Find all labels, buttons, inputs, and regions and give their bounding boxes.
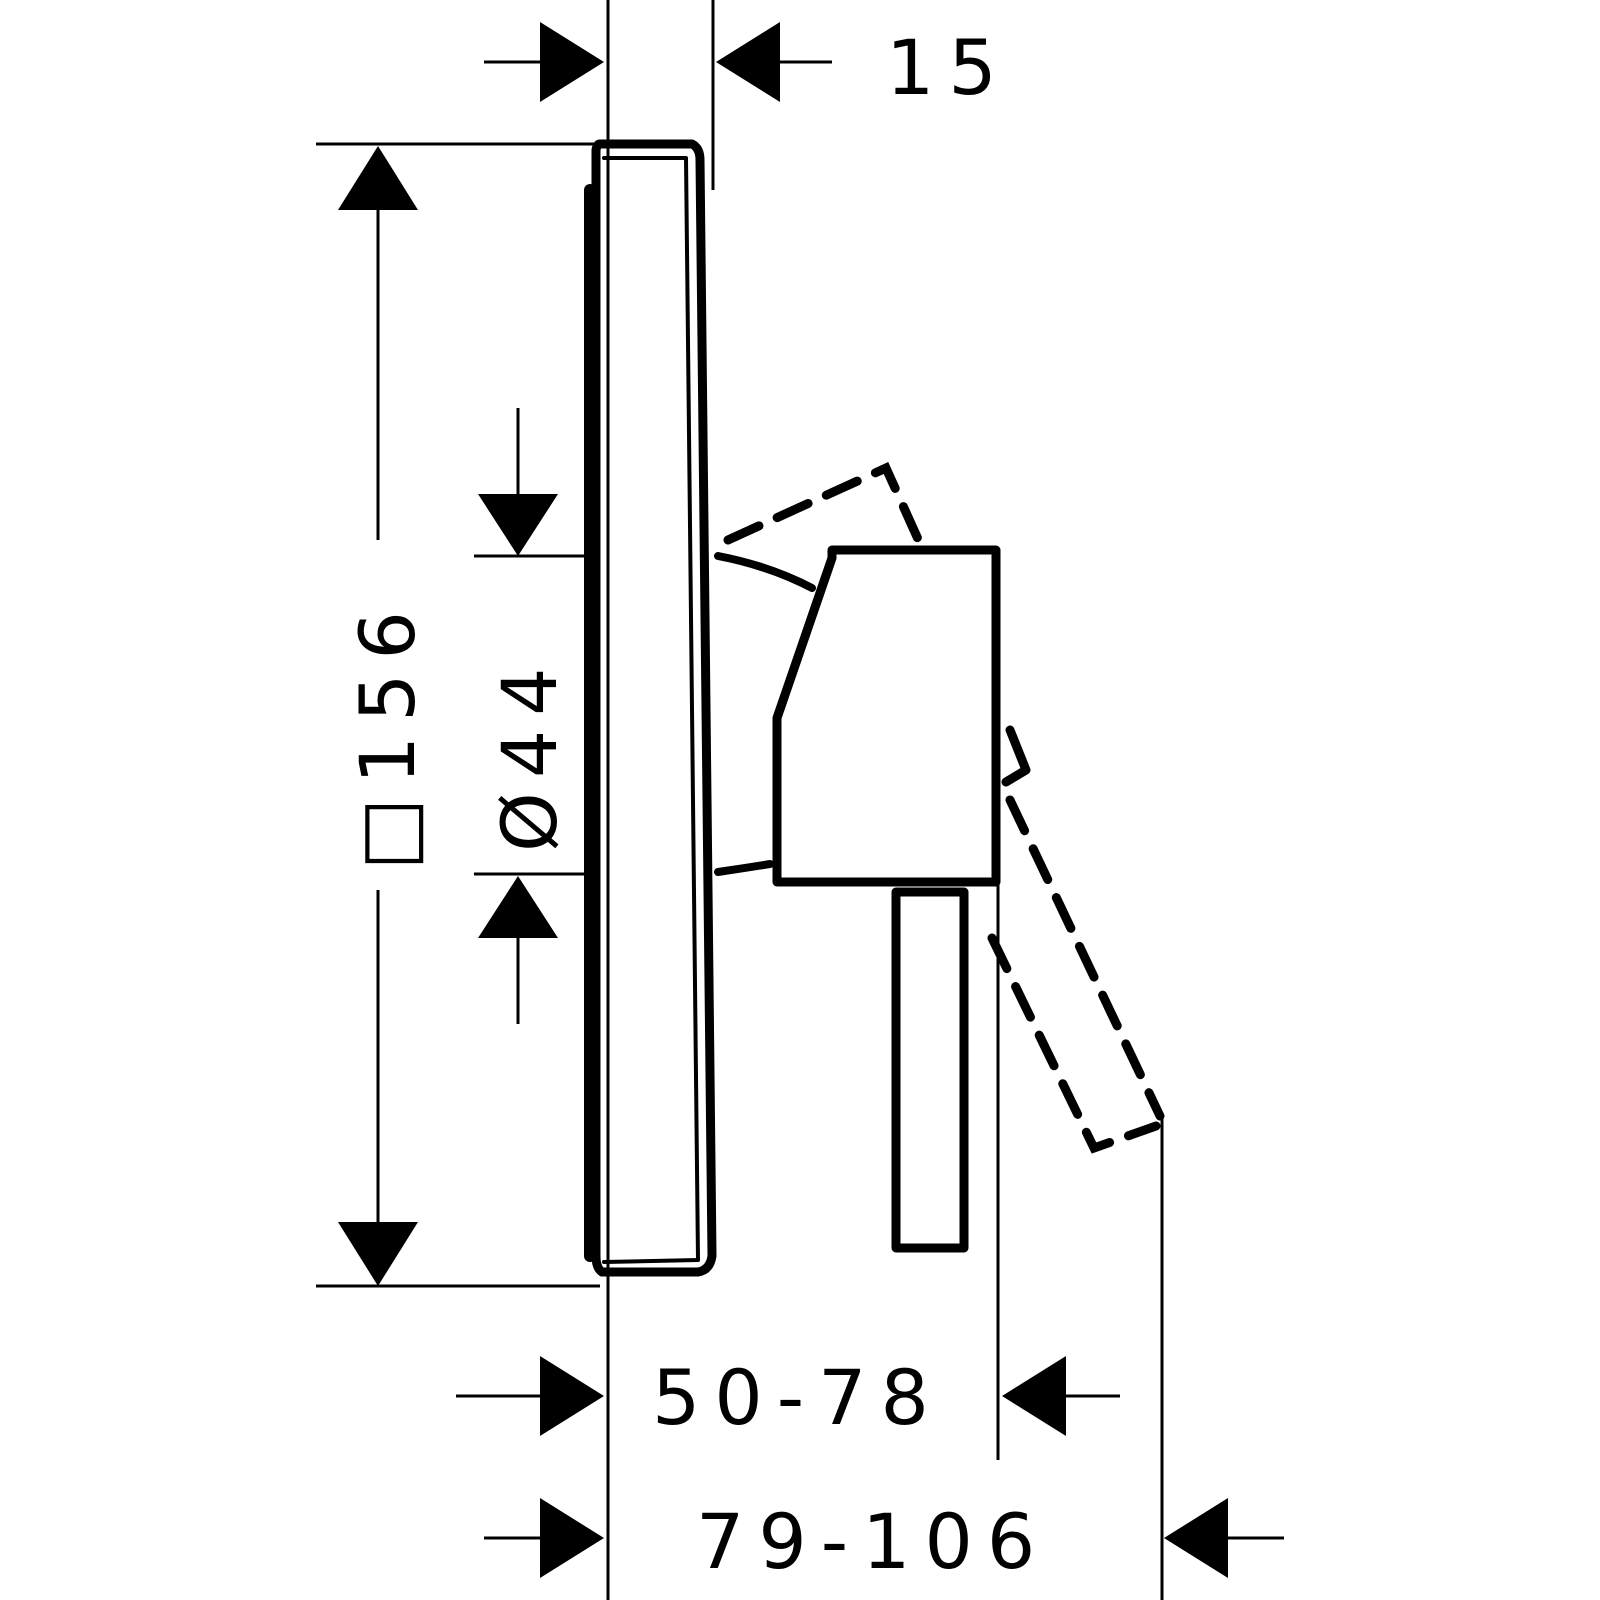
dimension-projection-handle-up: 79-106: [484, 1497, 1284, 1586]
arrow-left-icon: [1002, 1356, 1066, 1436]
dimension-plate-depth: 15: [484, 22, 1011, 112]
handle-swing-outline: [723, 462, 1165, 1154]
cover-plate-outline: [591, 139, 717, 1277]
extension-lines: [316, 0, 1164, 1600]
arrow-right-icon: [540, 1498, 604, 1578]
arrow-up-icon: [478, 876, 558, 938]
dimension-label-projection-handle-down: 50-78: [652, 1353, 943, 1442]
rosette-upper-curve: [714, 552, 816, 592]
arrow-left-icon: [716, 22, 780, 102]
handle-body: [772, 545, 1031, 1253]
handle-side-notch: [1001, 725, 1031, 787]
handle-body-outline: [772, 545, 1001, 887]
rosette: [714, 552, 816, 876]
arrow-down-icon: [338, 1222, 418, 1286]
dimension-label-button-diameter: Ø44: [485, 653, 574, 852]
dimension-label-plate-depth: 15: [886, 23, 1011, 112]
arrow-right-icon: [540, 1356, 604, 1436]
dimension-label-projection-handle-up: 79-106: [696, 1497, 1049, 1586]
arrow-right-icon: [540, 22, 604, 102]
dimension-button-diameter: Ø44: [478, 408, 574, 1024]
cover-plate: [584, 139, 717, 1277]
dimension-projection-handle-down: 50-78: [456, 1353, 1120, 1442]
cover-plate-inner-edge: [602, 156, 700, 1264]
arrow-down-icon: [478, 494, 558, 556]
arrow-left-icon: [1164, 1498, 1228, 1578]
handle-swing-top: [723, 462, 927, 553]
handle-lever: [891, 887, 969, 1253]
handle-swing-arm-inner: [987, 933, 1161, 1154]
handle-swing-arm-outer: [1005, 795, 1165, 1121]
dimension-plate-size: □156: [338, 146, 432, 1286]
dimension-label-plate-size: □156: [343, 597, 432, 870]
arrow-up-icon: [338, 146, 418, 210]
rosette-lower-curve: [714, 860, 774, 876]
